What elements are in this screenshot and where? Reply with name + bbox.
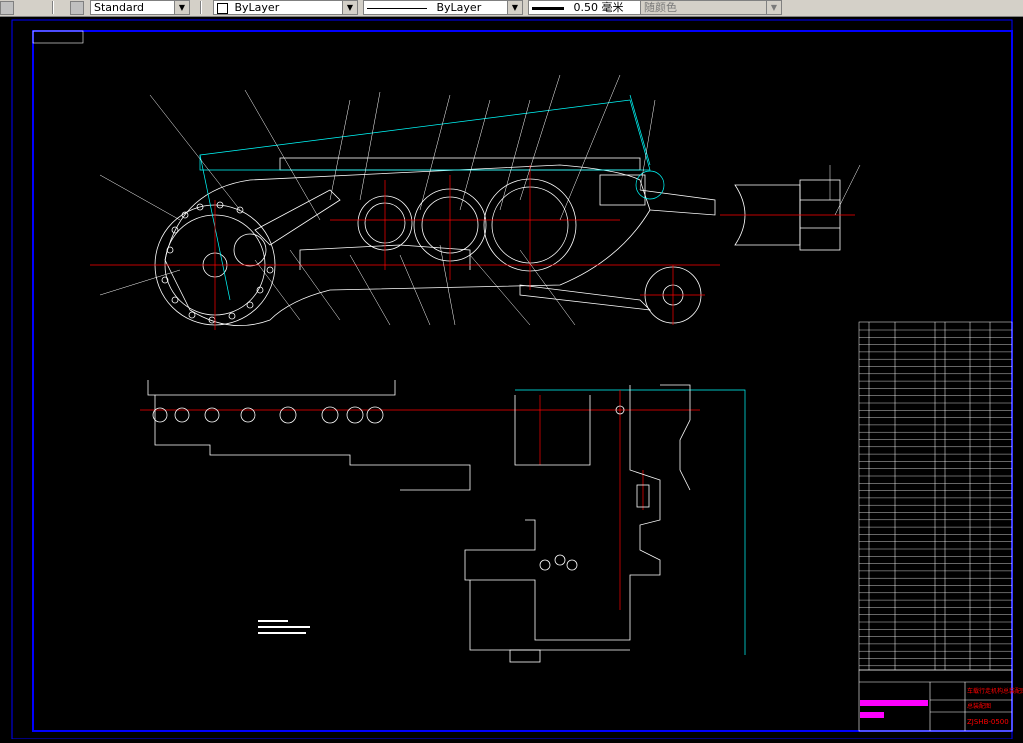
hidden-lines [199, 94, 746, 655]
lineweight-preview-icon [532, 6, 564, 10]
text-style-value: Standard [94, 1, 145, 14]
drawing-code-box [32, 30, 84, 44]
layer-value: ByLayer [234, 1, 280, 14]
cad-drawing[interactable]: 车载行走机构总装配图 总装配图 ZJSHB-0500 [0, 16, 1023, 740]
drawing-number: ZJSHB-0500 [967, 718, 1009, 726]
designer-row-highlight [860, 700, 928, 706]
leader-lines [99, 74, 861, 326]
outer-frame [11, 19, 1013, 740]
chevron-down-icon[interactable]: ▼ [507, 1, 522, 14]
properties-toolbar: Standard ▼ ByLayer ▼ ByLayer ▼ 0.50 毫米 ▼… [0, 0, 1023, 17]
chevron-down-icon[interactable]: ▼ [174, 1, 189, 14]
notes-block [258, 620, 310, 634]
linetype-select[interactable]: ByLayer ▼ [363, 0, 523, 15]
layer-select[interactable]: ByLayer ▼ [213, 0, 358, 15]
checker-row-highlight [860, 712, 884, 718]
chain-assembly-view [154, 157, 841, 326]
lineweight-select[interactable]: 0.50 毫米 ▼ [528, 0, 656, 15]
linetype-value: ByLayer [436, 1, 482, 14]
lineweight-value: 0.50 毫米 [573, 1, 624, 14]
chevron-down-icon: ▼ [766, 1, 781, 14]
parts-list [858, 321, 1013, 671]
plot-style-select: 随颜色 ▼ [640, 0, 782, 15]
sprocket-teeth [161, 201, 274, 324]
section-view [147, 380, 691, 663]
toolbar-separator [200, 1, 202, 14]
subtitle-text: 总装配图 [967, 702, 991, 710]
linetype-preview-icon [367, 7, 427, 9]
text-style-icon[interactable] [0, 1, 14, 15]
drawing-canvas[interactable]: 车载行走机构总装配图 总装配图 ZJSHB-0500 [0, 16, 1023, 740]
toolbar-separator [52, 1, 54, 14]
center-lines [90, 165, 855, 610]
color-swatch-icon [217, 2, 228, 14]
chevron-down-icon[interactable]: ▼ [342, 1, 357, 14]
text-style-select[interactable]: Standard ▼ [90, 0, 190, 15]
title-block [858, 669, 1013, 732]
title-text: 车载行走机构总装配图 [967, 687, 1023, 695]
text-style-manager-icon[interactable] [70, 1, 84, 15]
parts-list-rows [859, 329, 1012, 666]
plot-style-value: 随颜色 [644, 1, 677, 14]
